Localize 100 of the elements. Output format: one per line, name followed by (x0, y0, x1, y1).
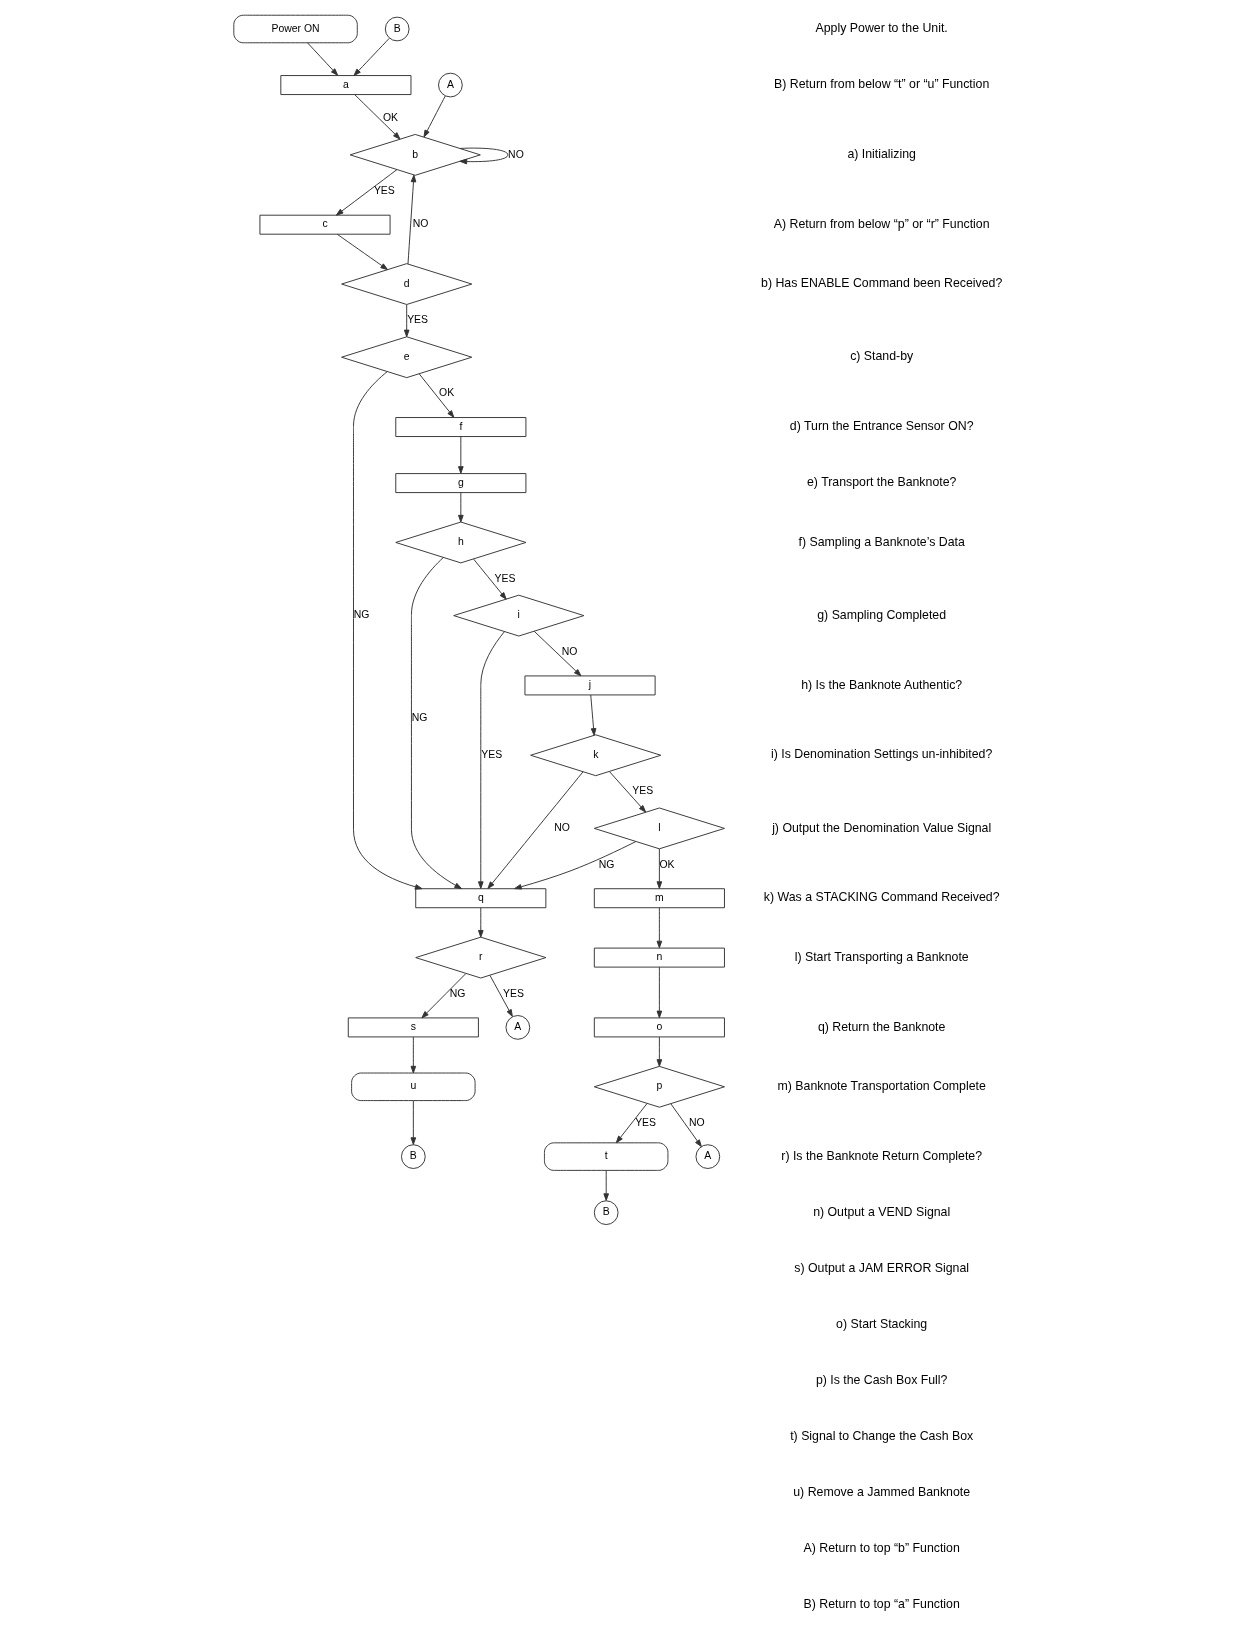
label: u) Remove a Jammed Banknote (793, 1485, 971, 1500)
node-box: m (593, 888, 725, 909)
arrow (615, 1103, 648, 1144)
node-box: o (593, 1017, 725, 1038)
arrow (478, 907, 484, 938)
arrow (489, 974, 513, 1017)
arrow (590, 694, 597, 736)
arrow (656, 907, 663, 949)
label: n) Output a VEND Signal (813, 1204, 951, 1219)
label: g) Sampling Completed (817, 607, 947, 622)
arrow (458, 436, 464, 474)
arrow (487, 771, 584, 889)
node-circle: A (505, 1015, 531, 1040)
label: d) Turn the Entrance Sensor ON? (789, 419, 974, 434)
edge-label: NG (449, 987, 466, 999)
label: r) Is the Banknote Return Complete? (781, 1148, 983, 1163)
label: m) Banknote Transportation Complete (777, 1079, 986, 1094)
arrow (670, 1103, 702, 1148)
node-circle: B (593, 1200, 619, 1225)
label: Apply Power to the Unit. (815, 21, 948, 36)
edge-label: NG (411, 712, 428, 724)
edge-label: NO (554, 822, 570, 834)
edge-label: YES (407, 314, 429, 326)
node-diamond: p (593, 1065, 725, 1108)
arrow (478, 631, 505, 889)
node-circle: A (438, 72, 463, 98)
node-box: u (351, 1072, 476, 1102)
node-box: s (347, 1017, 479, 1038)
arrow (418, 373, 455, 418)
label: p) Is the Cash Box Full? (815, 1373, 948, 1388)
arrow (410, 557, 462, 890)
arrow (656, 966, 663, 1019)
arrow (335, 169, 398, 216)
node-box: j (524, 675, 656, 696)
label: j) Output the Denomination Value Signal (772, 820, 992, 835)
label: e) Transport the Banknote? (806, 475, 957, 490)
node-box: q (415, 888, 547, 909)
arrow (656, 1036, 663, 1067)
label: f) Sampling a Banknote’s Data (798, 534, 965, 549)
node-circle: B (384, 16, 410, 42)
arrow (353, 37, 390, 76)
arrow (403, 304, 410, 338)
label: h) Is the Banknote Authentic? (801, 677, 963, 692)
arrow (603, 1169, 609, 1201)
node-box: Power ON (233, 14, 358, 44)
edge-label: NG (353, 609, 370, 621)
label: l) Start Transporting a Banknote (794, 949, 969, 964)
arrow (656, 848, 663, 889)
label: A) Return from below “p” or “r” Function (773, 216, 990, 231)
node-box: n (593, 947, 725, 968)
node-circle: B (401, 1144, 426, 1169)
node-diamond: e (341, 336, 473, 379)
arrow (458, 492, 464, 523)
arrow (473, 558, 507, 600)
arrow (410, 1036, 417, 1074)
arrow (423, 95, 446, 138)
label: c) Stand-by (850, 349, 914, 364)
node-diamond: h (395, 521, 527, 564)
node-circle: A (695, 1144, 721, 1169)
label: q) Return the Banknote (817, 1019, 946, 1034)
arrow (533, 630, 582, 677)
edge-label: YES (481, 748, 503, 760)
label: b) Has ENABLE Command been Received? (761, 276, 1003, 291)
arrow (609, 771, 647, 813)
edge-label: OK (659, 858, 675, 870)
node-box: g (395, 473, 527, 494)
label: o) Start Stacking (836, 1316, 928, 1331)
edge-label: NO (561, 645, 578, 657)
edge-label: NO (689, 1117, 705, 1129)
arrow (336, 233, 388, 271)
arrow (307, 42, 339, 76)
label: a) Initializing (847, 147, 916, 162)
label: t) Signal to Change the Cash Box (790, 1429, 974, 1444)
node-diamond: k (530, 734, 662, 777)
arrow (421, 973, 467, 1019)
edge-label: NO (508, 148, 524, 160)
label: B) Return to top “a” Function (803, 1597, 960, 1612)
node-box: a (280, 75, 412, 96)
node-box: t (543, 1142, 669, 1171)
node-diamond: r (415, 936, 547, 979)
label: i) Is Denomination Settings un-inhibited? (771, 747, 993, 762)
arrow (407, 174, 417, 265)
label: B) Return from below “t” or “u” Function (774, 77, 990, 92)
edge-label: OK (439, 387, 455, 399)
edge-label: YES (503, 987, 525, 999)
label: s) Output a JAM ERROR Signal (794, 1260, 970, 1275)
edge-label: YES (494, 572, 516, 584)
edge-label: YES (373, 185, 395, 197)
arrow (354, 94, 401, 140)
edge-label: YES (635, 1117, 657, 1129)
arrow (514, 841, 637, 890)
edge-label: OK (383, 111, 399, 123)
label: k) Was a STACKING Command Received? (763, 890, 1000, 905)
arrow (410, 1100, 417, 1145)
edge-label: NO (412, 218, 429, 230)
edge-label: YES (632, 785, 654, 797)
node-box: f (395, 417, 527, 437)
arrow (459, 147, 509, 165)
arrow (353, 371, 423, 890)
label: A) Return to top “b” Function (803, 1541, 960, 1556)
